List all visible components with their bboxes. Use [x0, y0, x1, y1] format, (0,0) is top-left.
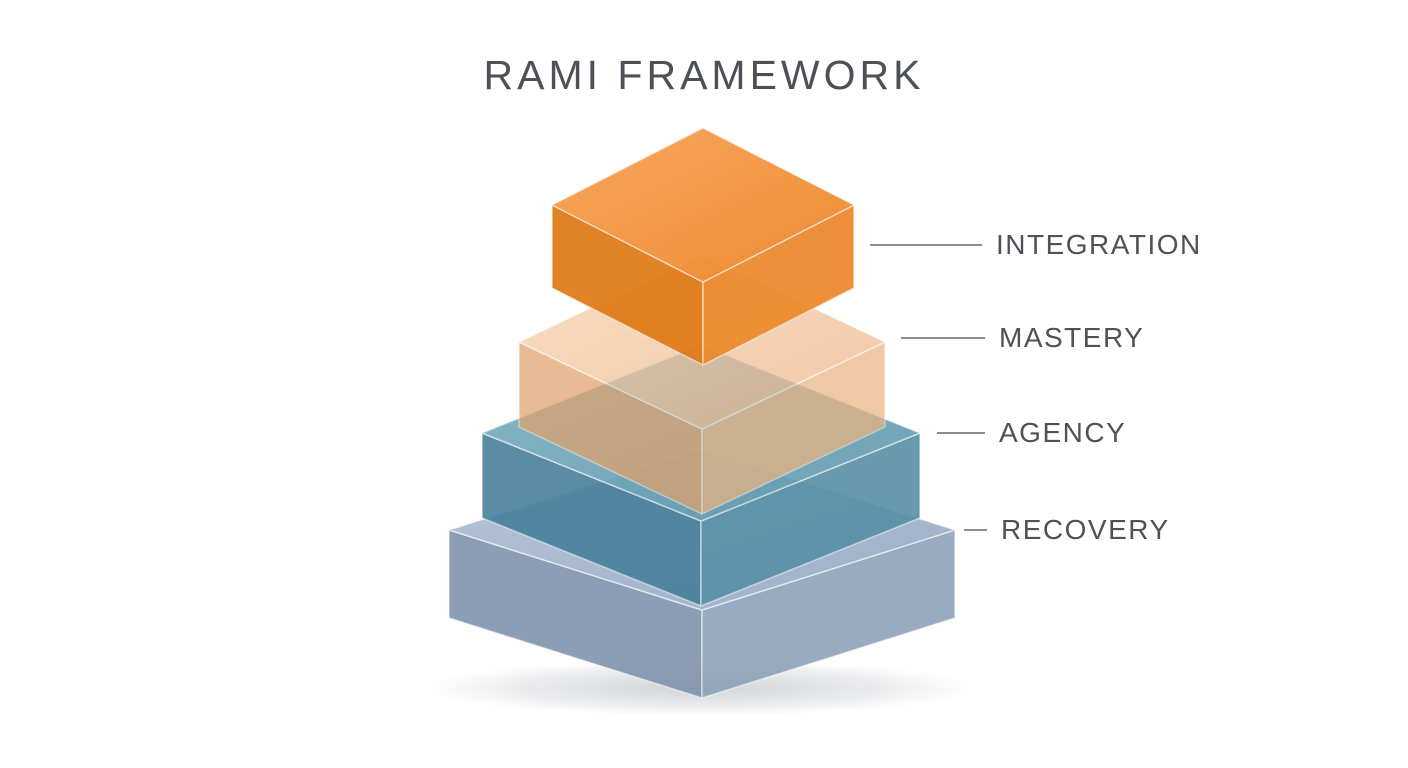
leader-line-mastery — [901, 337, 985, 339]
callout-recovery: RECOVERY — [964, 513, 1170, 547]
callout-mastery: MASTERY — [901, 321, 1144, 355]
label-mastery: MASTERY — [999, 322, 1145, 353]
diagram-title: RAMI FRAMEWORK — [483, 52, 925, 98]
leader-line-agency — [937, 432, 985, 434]
label-recovery: RECOVERY — [1001, 514, 1170, 545]
callout-agency: AGENCY — [937, 416, 1126, 450]
leader-line-integration — [870, 244, 982, 246]
callout-integration: INTEGRATION — [870, 228, 1202, 262]
label-integration: INTEGRATION — [996, 229, 1202, 260]
leader-line-recovery — [964, 529, 987, 531]
label-agency: AGENCY — [999, 417, 1127, 448]
pyramid-layer — [551, 127, 855, 366]
